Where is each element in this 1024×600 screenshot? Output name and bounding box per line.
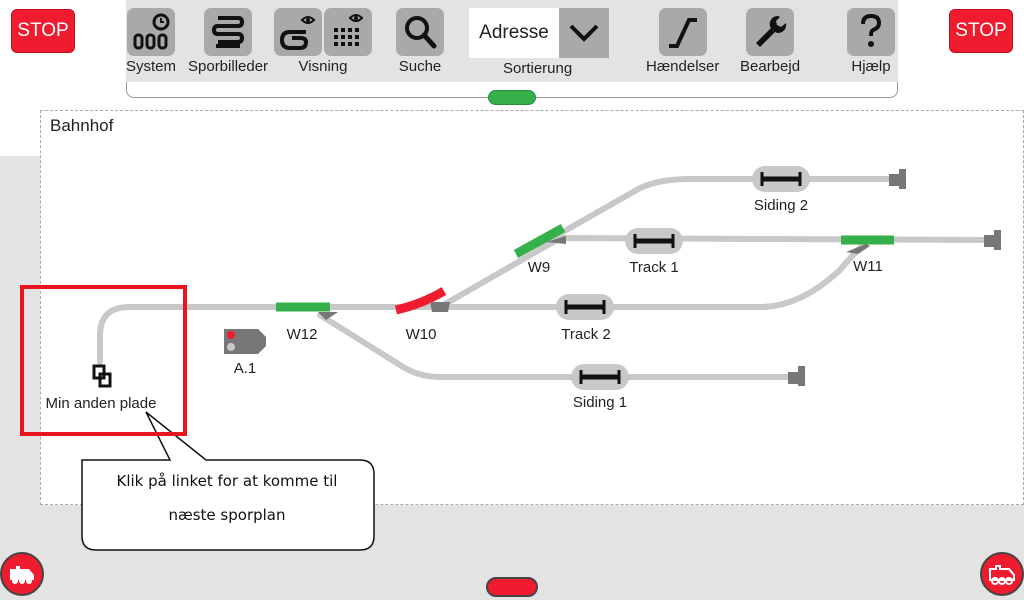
- label-w10: W10: [405, 326, 437, 343]
- view-keyboard-icon: [324, 8, 372, 56]
- label-track-2: Track 2: [561, 326, 611, 343]
- signal-a1: [224, 329, 266, 354]
- view-track-icon: [274, 8, 322, 56]
- loco-button-left[interactable]: [0, 552, 44, 596]
- haendelser-button[interactable]: Hændelser: [646, 8, 719, 75]
- visning-button[interactable]: Visning: [274, 8, 372, 75]
- label-w12: W12: [286, 326, 318, 343]
- hjaelp-button[interactable]: Hjælp: [847, 8, 895, 75]
- locomotive-outline-icon: [989, 565, 1015, 585]
- siding-1-indicator: [571, 364, 629, 390]
- tooltip-line-2: næste sporplan: [168, 506, 286, 524]
- search-icon: [396, 8, 444, 56]
- toolbar-slider-handle[interactable]: [488, 90, 536, 105]
- link-icon: [92, 364, 112, 388]
- sortering-label: Sortierung: [503, 60, 573, 77]
- switch-w10: [394, 287, 447, 315]
- wrench-icon: [746, 8, 795, 56]
- switch-w9: [513, 224, 566, 258]
- loco-button-right[interactable]: [980, 552, 1024, 596]
- bottom-stop-button[interactable]: [486, 577, 538, 597]
- label-w11: W11: [853, 258, 883, 275]
- system-icon: [127, 8, 175, 56]
- haendelser-label: Hændelser: [646, 58, 720, 75]
- tooltip-bubble: [81, 411, 375, 551]
- suche-button[interactable]: Suche: [396, 8, 444, 75]
- label-siding-2: Siding 2: [753, 197, 809, 214]
- help-icon: [847, 8, 895, 56]
- label-track-1: Track 1: [629, 259, 679, 276]
- label-w9: W9: [527, 259, 551, 276]
- sporbilleder-button[interactable]: Sporbilleder: [188, 8, 268, 75]
- link-highlight: [20, 285, 187, 436]
- visning-label: Visning: [298, 58, 348, 75]
- suche-label: Suche: [398, 58, 442, 75]
- events-icon: [658, 8, 707, 56]
- side-background-strip: [40, 96, 170, 112]
- bearbejd-label: Bearbejd: [740, 58, 801, 75]
- board-link-label[interactable]: Min anden plade: [45, 395, 157, 412]
- tooltip-text: Klik på linket for at komme til næste sp…: [82, 464, 372, 532]
- sortering-select[interactable]: Adresse: [469, 8, 609, 58]
- tooltip-line-1: Klik på linket for at komme til: [116, 472, 338, 490]
- hjaelp-label: Hjælp: [851, 58, 891, 75]
- label-signal-a1: A.1: [233, 360, 257, 377]
- stop-button-left[interactable]: STOP: [11, 9, 75, 53]
- bearbejd-button[interactable]: Bearbejd: [740, 8, 800, 75]
- chevron-down-icon: [559, 8, 609, 58]
- track-1-indicator: [625, 228, 683, 254]
- sporbilleder-label: Sporbilleder: [188, 58, 269, 75]
- sortering-value: Adresse: [469, 8, 559, 58]
- system-label: System: [126, 58, 177, 75]
- side-background: [0, 110, 40, 156]
- track-2-indicator: [556, 294, 614, 320]
- system-button[interactable]: System: [126, 8, 176, 75]
- track-layout-icon: [204, 8, 253, 56]
- siding-2-indicator: [752, 166, 810, 192]
- stop-button-right[interactable]: STOP: [949, 9, 1013, 53]
- locomotive-icon: [10, 566, 34, 584]
- board-title: Bahnhof: [50, 116, 114, 135]
- label-siding-1: Siding 1: [572, 394, 628, 411]
